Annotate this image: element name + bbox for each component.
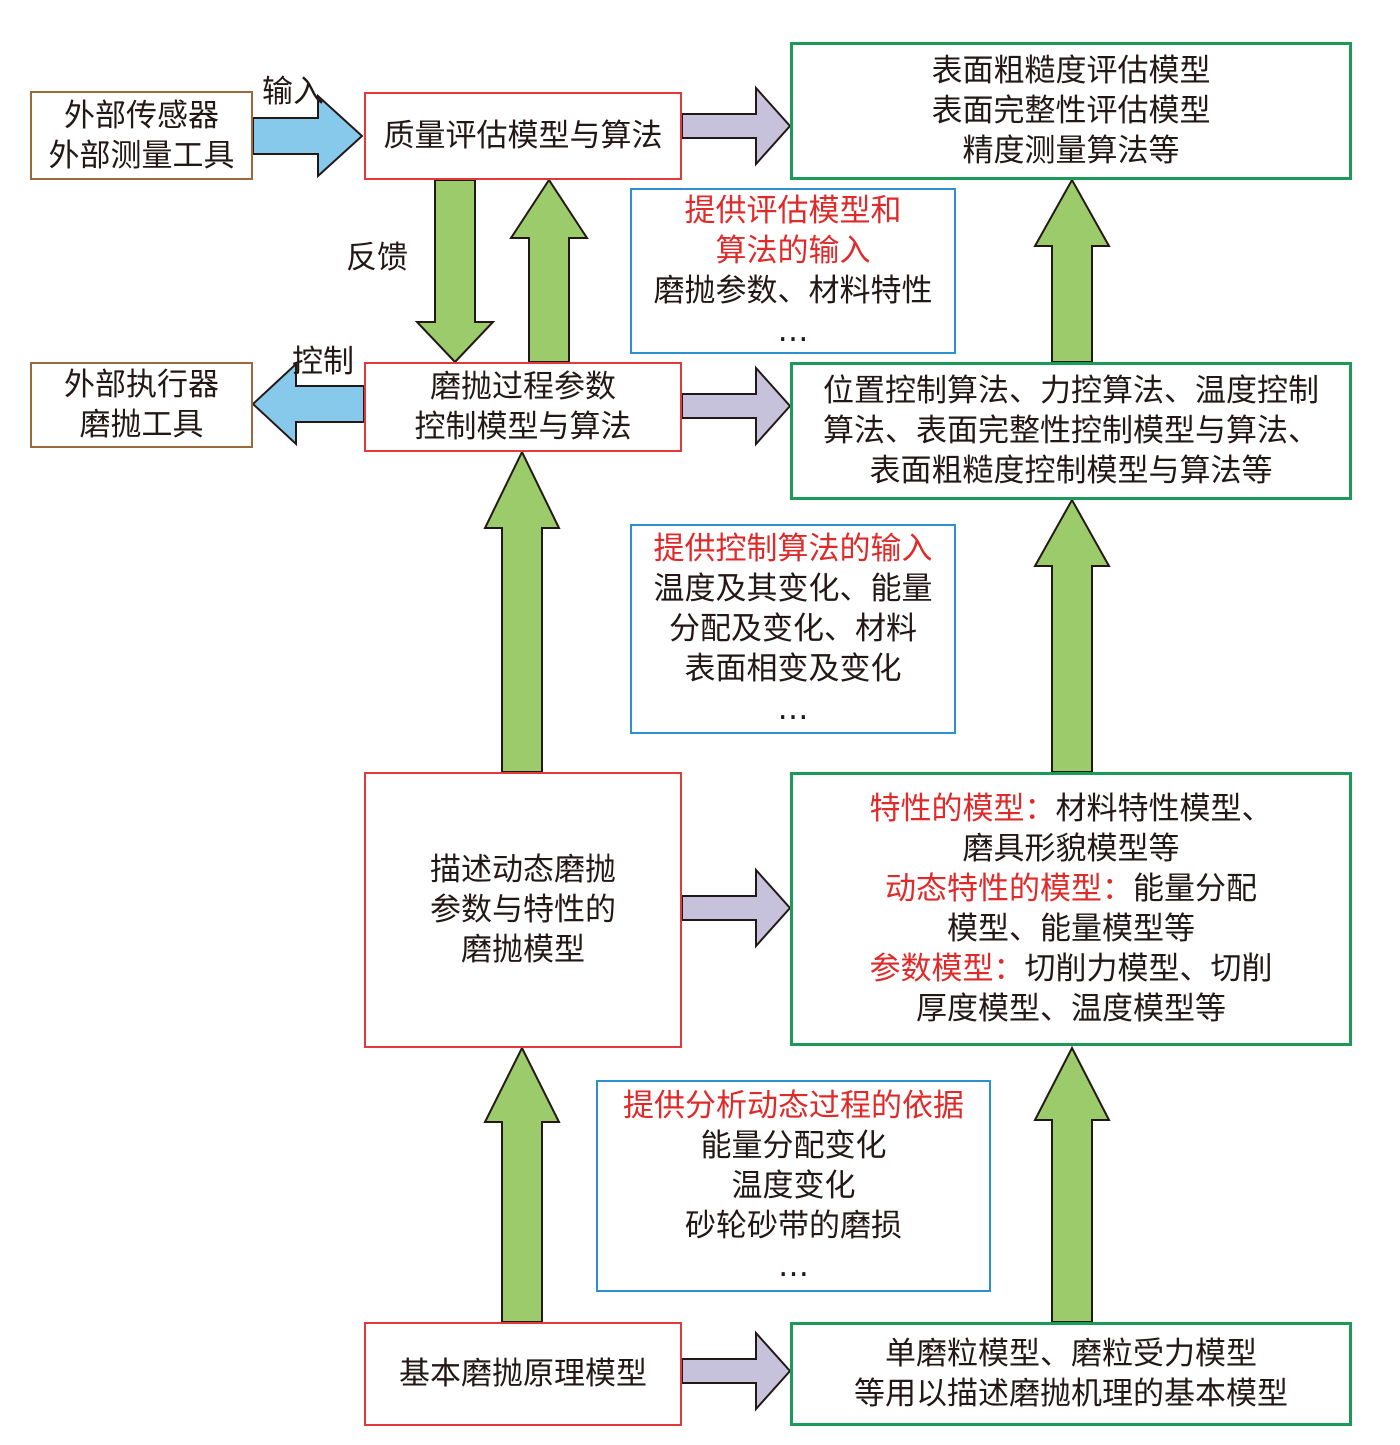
eval-input-title-2: 算法的输入 bbox=[715, 233, 871, 269]
basic-outputs-line-1: 单磨粒模型、磨粒受力模型 bbox=[885, 1336, 1257, 1372]
input-arrow bbox=[252, 93, 364, 179]
parameter-model-heading: 参数模型： bbox=[869, 951, 1025, 987]
process-control-box: 磨抛过程参数 控制模型与算法 bbox=[364, 362, 682, 452]
dynamic-outputs-line-5: 参数模型：切削力模型、切削 bbox=[870, 949, 1273, 989]
dynamic-model-line-3: 磨抛模型 bbox=[461, 932, 585, 968]
parameter-model-text: 切削力模型、切削 bbox=[1024, 951, 1273, 987]
quality-outputs-line-1: 表面粗糙度评估模型 bbox=[931, 53, 1211, 89]
quality-model-label: 质量评估模型与算法 bbox=[383, 118, 663, 154]
basic-outputs-box: 单磨粒模型、磨粒受力模型 等用以描述磨抛机理的基本模型 bbox=[790, 1322, 1352, 1426]
control-label: 控制 bbox=[292, 344, 354, 380]
analysis-basis-box: 提供分析动态过程的依据 能量分配变化 温度变化 砂轮砂带的磨损 … bbox=[596, 1080, 991, 1292]
control-outputs-line-1: 位置控制算法、力控算法、温度控制 bbox=[823, 373, 1319, 409]
dynamic-model-line-1: 描述动态磨抛 bbox=[430, 852, 616, 888]
dynamic-outputs-line-3: 动态特性的模型：能量分配 bbox=[885, 869, 1257, 909]
property-model-heading: 特性的模型： bbox=[869, 791, 1056, 827]
external-actuator-line-2: 磨抛工具 bbox=[79, 407, 204, 443]
control-input-ellipsis: … bbox=[777, 691, 809, 727]
external-sensor-box: 外部传感器 外部测量工具 bbox=[30, 91, 253, 180]
control-outputs-box: 位置控制算法、力控算法、温度控制 算法、表面完整性控制模型与算法、 表面粗糙度控… bbox=[790, 362, 1352, 500]
up-arrow-control-to-quality bbox=[509, 178, 589, 363]
external-actuator-box: 外部执行器 磨抛工具 bbox=[30, 362, 253, 448]
right-arrow-control bbox=[681, 365, 792, 447]
quality-outputs-line-2: 表面完整性评估模型 bbox=[931, 93, 1211, 129]
analysis-basis-title: 提供分析动态过程的依据 bbox=[623, 1088, 964, 1124]
control-arrow bbox=[251, 361, 365, 447]
basic-outputs-line-2: 等用以描述磨抛机理的基本模型 bbox=[854, 1376, 1288, 1412]
right-arrow-dynamic bbox=[681, 867, 792, 949]
up-arrow-control-out-to-quality-out bbox=[1033, 177, 1111, 363]
dynamic-outputs-line-4: 模型、能量模型等 bbox=[947, 911, 1195, 947]
control-input-line-2: 分配及变化、材料 bbox=[669, 611, 917, 647]
dynamic-outputs-line-1: 特性的模型：材料特性模型、 bbox=[870, 789, 1273, 829]
dynamic-property-heading: 动态特性的模型： bbox=[885, 871, 1133, 907]
basic-model-label: 基本磨抛原理模型 bbox=[399, 1356, 647, 1392]
up-arrow-basic-out-to-dynamic-out bbox=[1033, 1045, 1111, 1323]
analysis-basis-line-1: 能量分配变化 bbox=[700, 1128, 887, 1164]
dynamic-property-text: 能量分配 bbox=[1133, 871, 1257, 907]
property-model-text: 材料特性模型、 bbox=[1055, 791, 1273, 827]
right-arrow-basic bbox=[681, 1330, 792, 1412]
external-actuator-line-1: 外部执行器 bbox=[64, 367, 219, 403]
eval-input-line-1: 磨抛参数、材料特性 bbox=[653, 273, 933, 309]
control-input-line-1: 温度及其变化、能量 bbox=[653, 571, 933, 607]
control-input-title: 提供控制算法的输入 bbox=[653, 531, 933, 567]
eval-input-title-1: 提供评估模型和 bbox=[684, 193, 902, 229]
control-input-line-3: 表面相变及变化 bbox=[684, 651, 902, 687]
quality-outputs-line-3: 精度测量算法等 bbox=[962, 133, 1180, 169]
feedback-label: 反馈 bbox=[346, 240, 408, 276]
external-sensor-line-1: 外部传感器 bbox=[64, 97, 219, 134]
dynamic-model-box: 描述动态磨抛 参数与特性的 磨抛模型 bbox=[364, 772, 682, 1048]
process-control-line-1: 磨抛过程参数 bbox=[430, 369, 616, 405]
control-outputs-line-2: 算法、表面完整性控制模型与算法、 bbox=[823, 413, 1319, 449]
input-label: 输入 bbox=[262, 74, 324, 110]
quality-outputs-box: 表面粗糙度评估模型 表面完整性评估模型 精度测量算法等 bbox=[790, 42, 1352, 180]
dynamic-outputs-box: 特性的模型：材料特性模型、 磨具形貌模型等 动态特性的模型：能量分配 模型、能量… bbox=[790, 772, 1352, 1046]
eval-input-ellipsis: … bbox=[777, 313, 809, 349]
control-input-box: 提供控制算法的输入 温度及其变化、能量 分配及变化、材料 表面相变及变化 … bbox=[630, 524, 956, 734]
process-control-line-2: 控制模型与算法 bbox=[414, 409, 632, 445]
external-sensor-line-2: 外部测量工具 bbox=[48, 137, 235, 174]
analysis-basis-line-2: 温度变化 bbox=[731, 1168, 856, 1204]
quality-model-box: 质量评估模型与算法 bbox=[364, 92, 682, 180]
dynamic-outputs-line-6: 厚度模型、温度模型等 bbox=[916, 991, 1226, 1027]
analysis-basis-ellipsis: … bbox=[778, 1248, 809, 1284]
down-arrow-feedback bbox=[414, 179, 496, 364]
basic-model-box: 基本磨抛原理模型 bbox=[364, 1322, 682, 1426]
eval-input-box: 提供评估模型和 算法的输入 磨抛参数、材料特性 … bbox=[630, 188, 956, 354]
right-arrow-quality bbox=[681, 85, 792, 167]
dynamic-outputs-line-2: 磨具形貌模型等 bbox=[962, 831, 1180, 867]
control-outputs-line-3: 表面粗糙度控制模型与算法等 bbox=[869, 453, 1273, 489]
analysis-basis-line-3: 砂轮砂带的磨损 bbox=[685, 1208, 902, 1244]
up-arrow-basic-to-dynamic bbox=[483, 1045, 561, 1323]
up-arrow-dynamic-out-to-control-out bbox=[1033, 497, 1111, 773]
up-arrow-dynamic-to-control bbox=[483, 449, 561, 773]
dynamic-model-line-2: 参数与特性的 bbox=[430, 892, 616, 928]
